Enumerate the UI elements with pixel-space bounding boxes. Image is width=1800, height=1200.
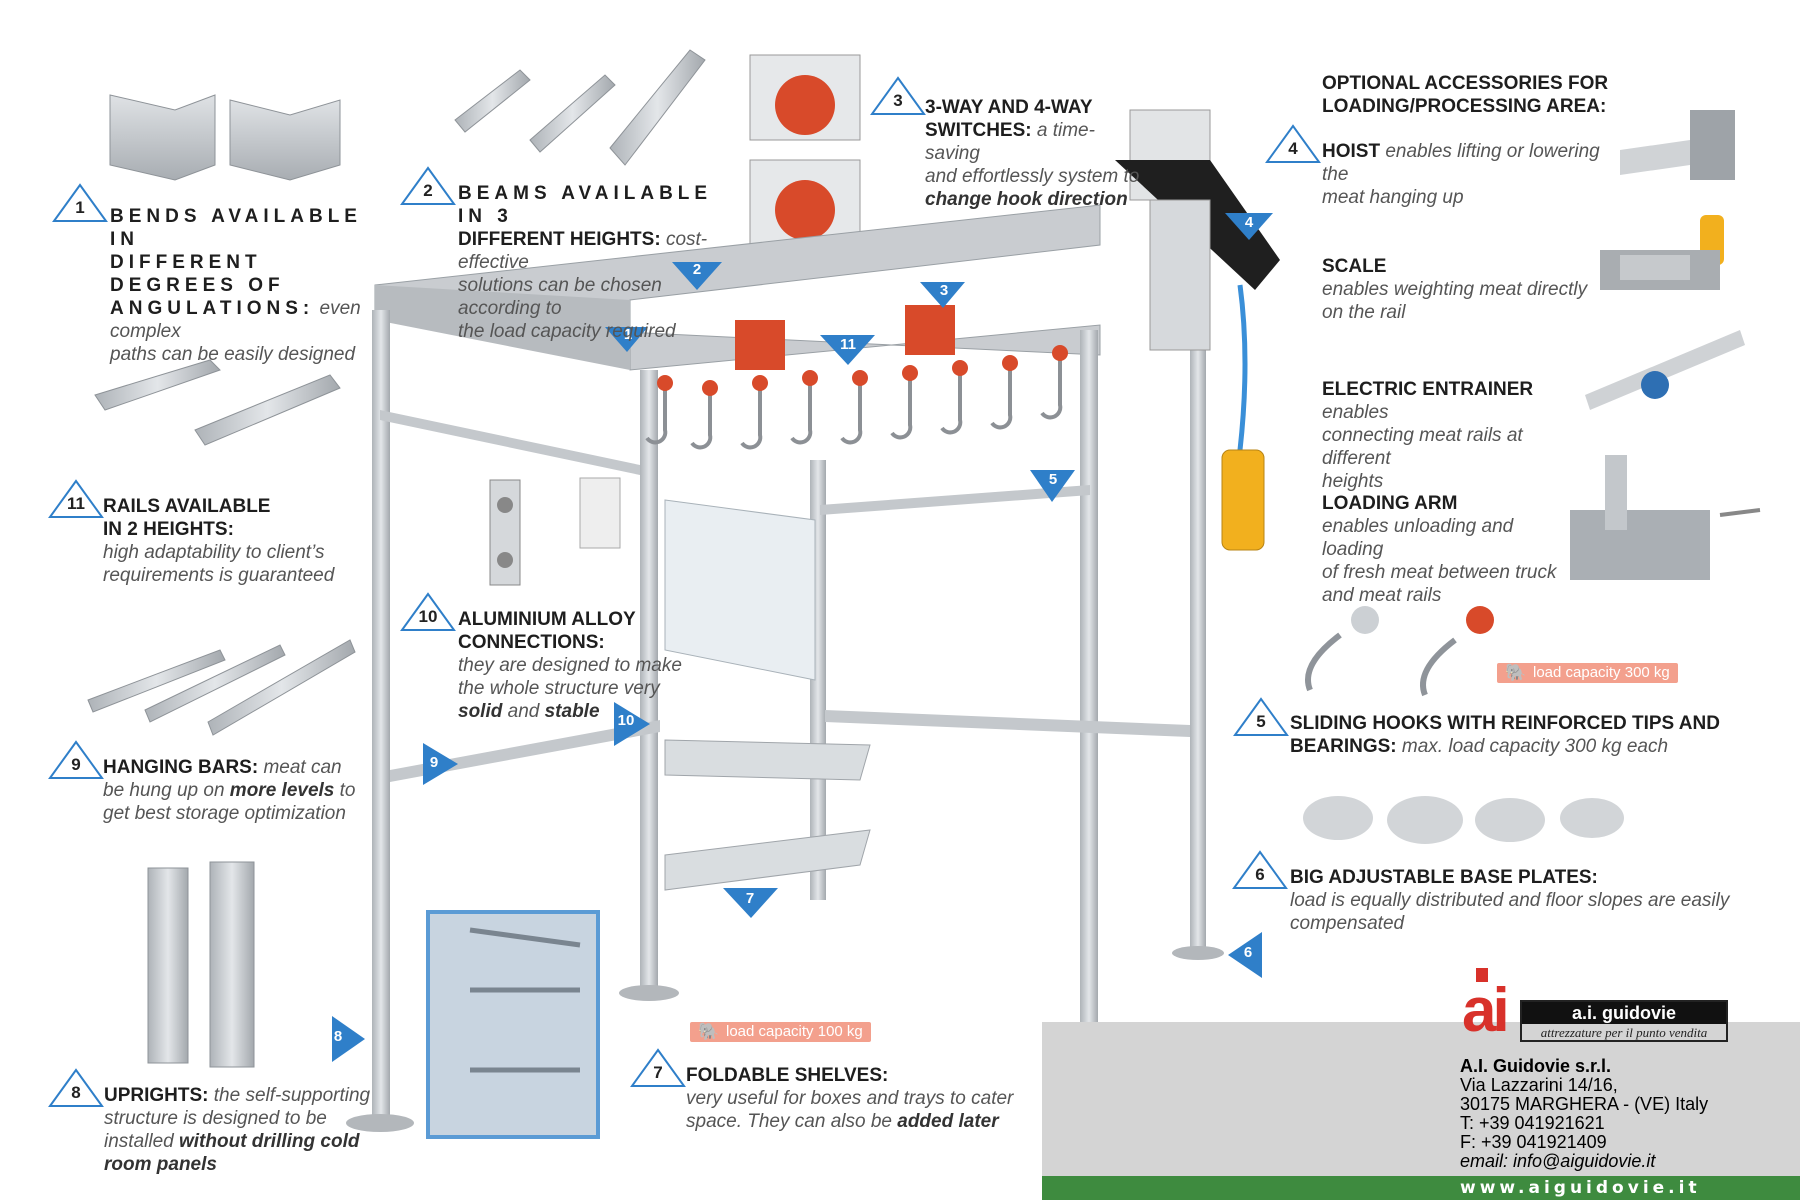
badge-9: 9 (48, 740, 104, 780)
pin-4: 4 (1244, 214, 1254, 231)
accessory-loading-arm: LOADING ARM enables unloading and loadin… (1322, 493, 1557, 606)
feature-switches: 3-WAY AND 4-WAY SWITCHES: a time-saving … (925, 97, 1140, 210)
pin-7: 7 (745, 890, 755, 907)
elephant-icon: 🐘 (698, 1022, 720, 1041)
badge-2: 2 (400, 166, 456, 206)
company-logo: ai (1462, 968, 1522, 1046)
feature-bends-title: BENDS AVAILABLE IN (110, 206, 362, 250)
feature-foldable-shelves: FOLDABLE SHELVES: very useful for boxes … (686, 1065, 1014, 1132)
switch-thumbnails (749, 54, 861, 246)
bar-thumbnails (87, 639, 356, 736)
main-rack (346, 109, 1280, 1132)
accessory-electric-entrainer: ELECTRIC ENTRAINER enables connecting me… (1322, 379, 1534, 492)
badge-11: 11 (48, 479, 104, 519)
feature-beams: BEAMS AVAILABLE IN 3 DIFFERENT HEIGHTS: … (458, 183, 713, 342)
pin-11: 11 (840, 336, 856, 353)
badge-7: 7 (630, 1048, 686, 1088)
brand-box: a.i. guidovie attrezzature per il punto … (1520, 1000, 1728, 1042)
upright-thumbnails (147, 861, 255, 1068)
badge-1: 1 (52, 183, 108, 223)
accessory-scale: SCALE enables weighting meat directly on… (1322, 256, 1588, 323)
accessory-thumbnails (1303, 110, 1761, 844)
badge-10: 10 (400, 592, 456, 632)
feature-sliding-hooks: SLIDING HOOKS WITH REINFORCED TIPS AND B… (1290, 713, 1720, 757)
badge-4: 4 (1265, 124, 1321, 164)
pin-6: 6 (1243, 944, 1253, 961)
badge-3: 3 (870, 76, 926, 116)
feature-aluminium-connections: ALUMINIUM ALLOY CONNECTIONS: they are de… (458, 609, 682, 722)
capacity-300-tag: 🐘 load capacity 300 kg (1497, 663, 1678, 683)
capacity-100-tag: 🐘 load capacity 100 kg (690, 1022, 871, 1042)
badge-6: 6 (1232, 850, 1288, 890)
pin-2: 2 (692, 261, 702, 278)
rail-thumbnails (94, 359, 341, 446)
blue-markers (332, 213, 1273, 1062)
company-address: A.I. Guidovie s.r.l. Via Lazzarini 14/16… (1460, 1056, 1709, 1171)
feature-bends: BENDS AVAILABLE IN DIFFERENT DEGREES OF … (110, 205, 380, 366)
feature-rails: RAILS AVAILABLE IN 2 HEIGHTS: high adapt… (103, 496, 335, 586)
connection-thumbnails (489, 477, 621, 586)
website-link[interactable]: www.aiguidovie.it (1460, 1178, 1701, 1198)
feature-hanging-bars: HANGING BARS: meat can be hung up on mor… (103, 757, 356, 824)
company-panel (1042, 1022, 1800, 1200)
website-bar (1042, 1176, 1800, 1200)
pin-3: 3 (939, 282, 949, 299)
feature-uprights: UPRIGHTS: the self-supporting structure … (104, 1085, 371, 1175)
elephant-icon: 🐘 (1505, 663, 1527, 682)
company-email[interactable]: email: info@aiguidovie.it (1460, 1151, 1656, 1171)
bend-thumbnails (109, 94, 341, 181)
shelf-photo-frame (426, 910, 600, 1139)
pin-10: 10 (617, 712, 635, 729)
feature-hoist: HOIST enables lifting or lowering the me… (1322, 141, 1600, 208)
pin-8: 8 (333, 1028, 343, 1045)
feature-base-plates: BIG ADJUSTABLE BASE PLATES: load is equa… (1290, 867, 1730, 934)
accessories-heading: OPTIONAL ACCESSORIES FOR LOADING/PROCESS… (1322, 73, 1609, 117)
badge-8: 8 (48, 1068, 104, 1108)
pin-9: 9 (429, 754, 439, 771)
badge-5: 5 (1233, 697, 1289, 737)
pin-5: 5 (1048, 471, 1058, 488)
pin-1: 1 (623, 326, 633, 343)
beam-thumbnails (454, 49, 706, 166)
